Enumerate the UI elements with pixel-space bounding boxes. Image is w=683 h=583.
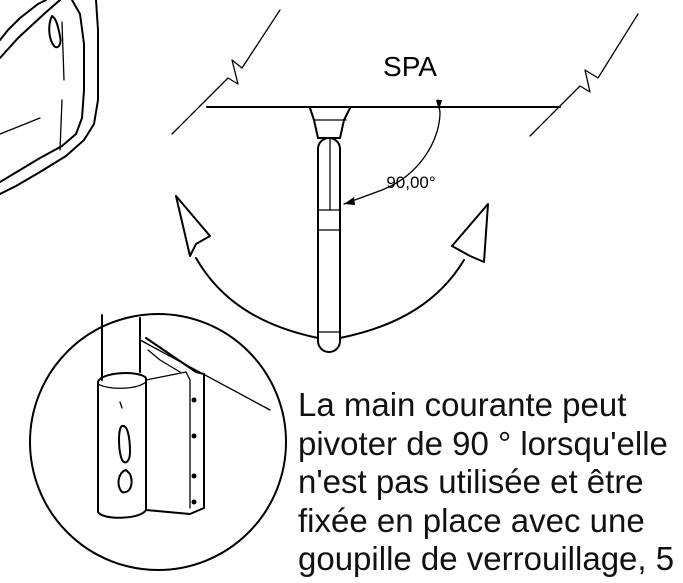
rotation-arc — [195, 257, 465, 339]
caption-line: n'est pas utilisée et être — [298, 463, 644, 500]
rotate-left-arrow-icon — [175, 195, 211, 257]
rotate-right-arrow-icon — [451, 203, 489, 263]
spa-label: SPA — [383, 51, 437, 82]
spa-wall-line — [171, 9, 639, 137]
detail-circle — [29, 313, 287, 571]
handrail-bracket — [309, 107, 351, 139]
caption-line: La main courante peut — [298, 386, 627, 423]
spa-corner-fragment — [0, 0, 99, 195]
caption-line: pivoter de 90 ° lorsqu'elle — [298, 424, 668, 462]
detail-pin-closeup — [97, 314, 271, 519]
handrail-tube — [317, 137, 341, 353]
caption-line: goupille de verrouillage, 5 — [298, 540, 675, 577]
angle-dimension — [343, 99, 442, 205]
caption-line: fixée en place avec une — [298, 501, 645, 539]
angle-label: 90,00° — [386, 173, 435, 192]
caption: La main courante peut pivoter de 90 ° lo… — [298, 386, 683, 579]
